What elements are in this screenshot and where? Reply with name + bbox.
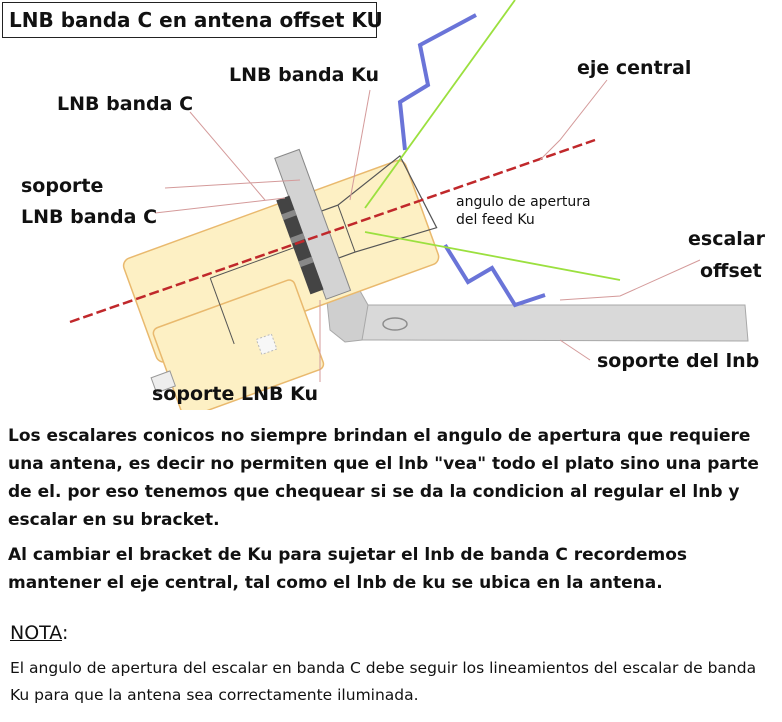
label-angulo-1: angulo de apertura	[456, 194, 591, 210]
nota-heading: NOTA:	[10, 622, 68, 644]
label-escalar-2: offset	[700, 260, 762, 282]
central-axis	[69, 138, 596, 324]
feed-angle-lines	[364, 0, 621, 281]
leader-lines	[154, 79, 701, 382]
paragraph-1: Los escalares conicos no siempre brindan…	[8, 426, 759, 530]
label-soporte-del-lnb: soporte del lnb	[597, 350, 760, 372]
label-lnb-ku: LNB banda Ku	[229, 64, 380, 86]
nota-colon: :	[61, 622, 69, 644]
c-band-lnb-body	[122, 159, 440, 410]
label-soporte-lnb-c-1: soporte	[21, 175, 104, 197]
label-soporte-lnb-c-2: LNB banda C	[21, 206, 158, 228]
nota-text: El angulo de apertura del escalar en ban…	[10, 659, 757, 704]
offset-scalar	[397, 13, 546, 308]
label-soporte-lnb-ku: soporte LNB Ku	[152, 383, 318, 405]
lnb-support-bracket	[325, 281, 749, 343]
label-lnb-c: LNB banda C	[57, 93, 194, 115]
ku-feed-horn	[209, 154, 438, 345]
label-angulo-2: del feed Ku	[456, 212, 535, 228]
diagram-title: LNB banda C en antena offset KU	[2, 2, 383, 38]
label-eje-central: eje central	[577, 57, 692, 79]
lnb-diagram	[69, 0, 749, 410]
ku-lnb-support	[274, 148, 352, 300]
paragraph-2: Al cambiar el bracket de Ku para sujetar…	[8, 545, 688, 593]
label-escalar-1: escalar	[688, 228, 765, 250]
nota-title: NOTA	[10, 622, 62, 644]
